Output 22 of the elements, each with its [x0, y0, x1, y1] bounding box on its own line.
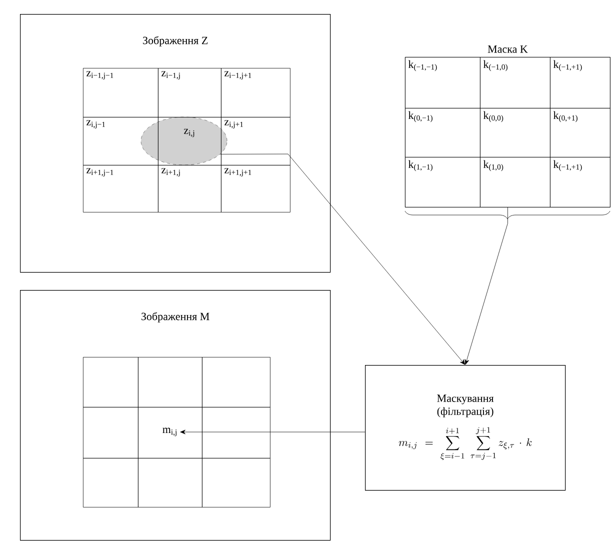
grid-cell: k$_{(−1,0)}$	[480, 57, 550, 108]
grid-cell: z$_{i+1,j+1}$	[221, 165, 290, 212]
grid-cell: k$_{(1,0)}$	[480, 157, 550, 208]
grid-cell: z$_{i,j+1}$	[221, 117, 290, 166]
grid-cell: z$_{i+1,j}$	[158, 165, 222, 212]
grid-cell: k$_{(−1,+1)}$	[550, 157, 610, 208]
process-box: Маскування (фільтрація) $m_{i,j} = \sum_{\xi=i-1}^{i+1}\ \sum_{\tau=j-1}^{j+1} z_{\xi,\tau}\cdot k$	[365, 365, 566, 491]
grid-cell: z$_{i−1,j}$	[158, 68, 222, 118]
node-label: Маска K	[488, 46, 528, 53]
grid-cell: k$_{(0,+1)}$	[550, 108, 610, 158]
grid-cell: z$_{i−1,j−1}$	[83, 68, 158, 118]
arrow	[180, 430, 366, 434]
grid-cell: k$_{(1,−1)}$	[405, 157, 480, 208]
grid-cell: k$_{(0,−1)}$	[405, 108, 480, 158]
label: k$_{(−1,−1)}$	[408, 60, 437, 72]
grid-cell: k$_{(−1,+1)}$	[550, 57, 610, 108]
grid-cell: k$_{(0,0)}$	[480, 108, 550, 158]
grid-cell: z$_{i,j−1}$	[83, 117, 158, 166]
cell-text: m$_{i,j}$	[162, 428, 176, 436]
grid-cell: z$_{i+1,j−1}$	[83, 165, 158, 212]
grid-cell: z$_{i−1,j+1}$	[221, 68, 290, 118]
arrow	[464, 207, 508, 365]
